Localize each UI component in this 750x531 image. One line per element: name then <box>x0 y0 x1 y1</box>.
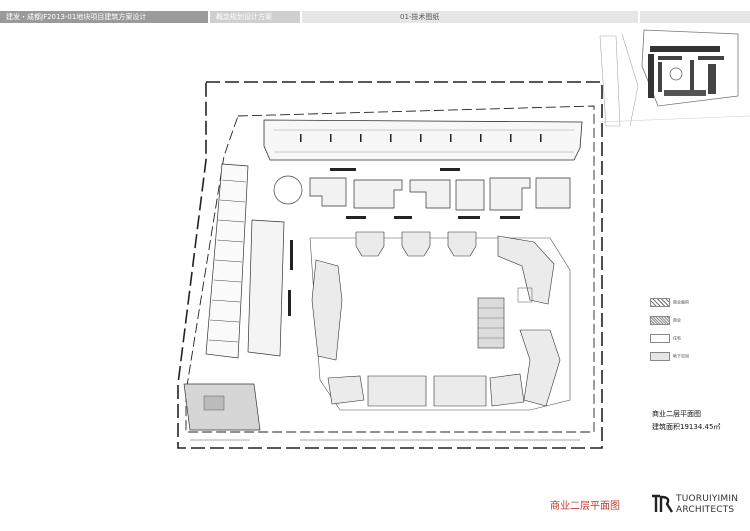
legend-swatch-fine <box>650 316 670 325</box>
brand-name-line2: ARCHITECTS <box>676 505 735 515</box>
header-section-title: 概念规划设计方案 <box>210 11 300 23</box>
header-project-title: 建发・成都JF2013-01地块项目建筑方案设计 <box>0 11 208 23</box>
header-chapter-title: 01-技术图纸 <box>302 11 638 23</box>
legend-swatch-plain <box>650 334 670 343</box>
drawing-title: 商业二层平面图 <box>550 501 620 512</box>
legend: 商业面积 商业 住宅 地下空间 <box>650 298 689 361</box>
plan-caption-title: 商业二层平面图 <box>652 410 701 418</box>
tr-logo-icon <box>652 494 673 513</box>
site-plan-drawing <box>177 81 603 449</box>
legend-swatch-light <box>650 352 670 361</box>
legend-label: 商业面积 <box>673 299 689 305</box>
legend-swatch-hatch <box>650 298 670 307</box>
legend-label: 商业 <box>673 317 681 323</box>
brand-name-line1: TUORUIYIMIN <box>676 494 739 504</box>
header-spacer <box>640 11 750 23</box>
legend-label: 住宅 <box>673 335 681 341</box>
plan-caption-area: 建筑面积19134.45㎡ <box>652 423 721 431</box>
location-key-plan <box>598 26 750 130</box>
legend-label: 地下空间 <box>673 353 689 359</box>
